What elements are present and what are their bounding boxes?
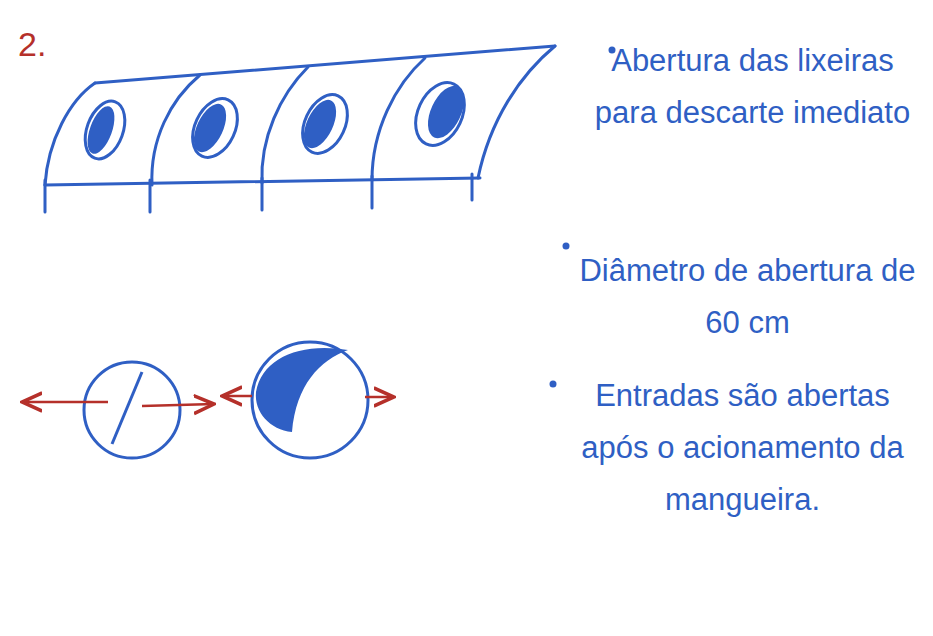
lid-detail xyxy=(84,342,368,458)
closed-lid xyxy=(84,362,180,458)
top-edge xyxy=(95,46,555,83)
note-text: Entradas são abertas após o acionamento … xyxy=(560,370,925,526)
opening-shading xyxy=(82,80,471,157)
bin-opening xyxy=(406,75,474,153)
bin-row xyxy=(45,46,555,212)
bin-edge xyxy=(478,46,555,178)
bin-edge xyxy=(45,83,95,185)
motion-arrows xyxy=(22,396,394,406)
bin-opening xyxy=(294,87,356,160)
note-text: Abertura das lixeiras para descarte imed… xyxy=(580,35,925,139)
bin-opening xyxy=(78,96,132,165)
open-lid-shading xyxy=(256,348,348,432)
bin-edge xyxy=(262,67,308,183)
bin-legs xyxy=(45,174,472,212)
callout-number: 2. xyxy=(18,18,88,70)
open-lid xyxy=(252,342,368,458)
note-text: Diâmetro de abertura de 60 cm xyxy=(570,245,925,349)
lid-split xyxy=(112,372,142,444)
bin-opening xyxy=(184,91,246,164)
